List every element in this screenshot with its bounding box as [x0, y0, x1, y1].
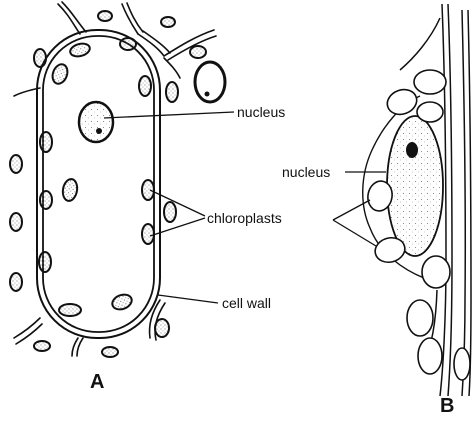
- nucleolus-b: [406, 142, 418, 158]
- nucleolus-a: [96, 128, 102, 134]
- chloroplast: [414, 70, 446, 94]
- chloroplast: [190, 46, 206, 58]
- chloroplast: [142, 180, 154, 200]
- chloroplast: [418, 338, 442, 374]
- panel-letter-b: B: [440, 395, 454, 416]
- chloroplast: [50, 62, 70, 86]
- chloroplast: [422, 256, 450, 288]
- chloroplast: [59, 304, 81, 316]
- chloroplast: [161, 17, 175, 27]
- label-nucleus-a: nucleus: [237, 104, 285, 120]
- chloroplast: [110, 292, 134, 312]
- chloroplast: [102, 347, 118, 357]
- chloroplast: [417, 102, 443, 122]
- chloroplast: [164, 202, 176, 222]
- chloroplast: [454, 348, 470, 380]
- chloroplast: [98, 11, 112, 21]
- chloroplast: [10, 213, 22, 231]
- label-chloroplasts: chloroplasts: [207, 210, 282, 226]
- neighbor-cell-a: [195, 62, 225, 102]
- chloroplasts-a: [39, 38, 154, 316]
- panel-a: nucleus chloroplasts cell wall A: [10, 2, 285, 393]
- chloroplast: [166, 82, 178, 102]
- chloroplast: [61, 178, 79, 202]
- chloroplast: [139, 76, 151, 96]
- label-nucleus-b: nucleus: [282, 164, 330, 180]
- chloroplast: [384, 86, 420, 119]
- chloroplast: [39, 252, 51, 272]
- chloroplast: [407, 300, 433, 336]
- chloroplast: [34, 49, 46, 67]
- chloroplast: [10, 155, 22, 173]
- panel-letter-a: A: [90, 371, 104, 393]
- chloroplast: [10, 273, 22, 291]
- label-cell-wall: cell wall: [222, 295, 271, 311]
- chloroplasts-neighbors-a: [10, 11, 206, 357]
- panel-b: nucleus B: [282, 4, 471, 416]
- chloroplast: [34, 341, 50, 351]
- nucleus-b: [387, 116, 443, 256]
- chloroplast: [69, 42, 91, 59]
- chloroplast: [142, 224, 154, 244]
- chloroplast: [155, 319, 169, 337]
- chloroplast: [40, 191, 52, 209]
- nucleus-a: [79, 102, 113, 142]
- neighbor-nucleus-dot: [205, 92, 210, 97]
- chloroplast: [40, 132, 52, 152]
- chloroplast: [120, 38, 136, 50]
